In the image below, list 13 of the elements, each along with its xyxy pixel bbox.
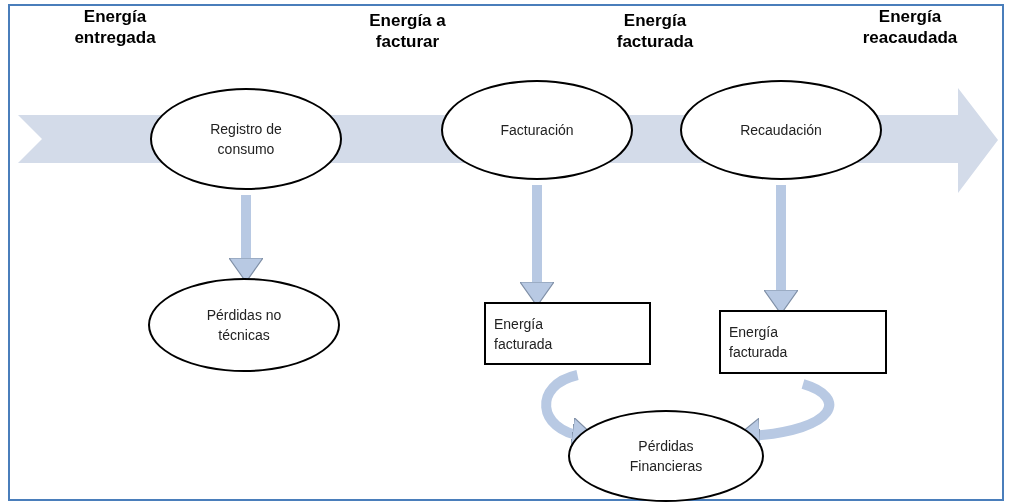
node-text: Registro de consumo	[209, 120, 283, 159]
stage-label: Energía entregada	[73, 6, 157, 48]
stage-label: Energía a facturar	[368, 10, 447, 52]
stage-label: Energía facturada	[615, 10, 695, 52]
process-box	[719, 310, 887, 374]
node-text: Facturación	[499, 121, 575, 140]
node-text: Pérdidas no técnicas	[205, 306, 283, 345]
node-text: Recaudación	[739, 121, 823, 140]
node-text: Energía facturada	[729, 323, 789, 362]
node-text: Pérdidas Financieras	[628, 437, 704, 476]
node-text: Energía facturada	[494, 314, 554, 354]
stage-label: Energía reacaudada	[861, 6, 959, 48]
process-box	[484, 302, 651, 365]
